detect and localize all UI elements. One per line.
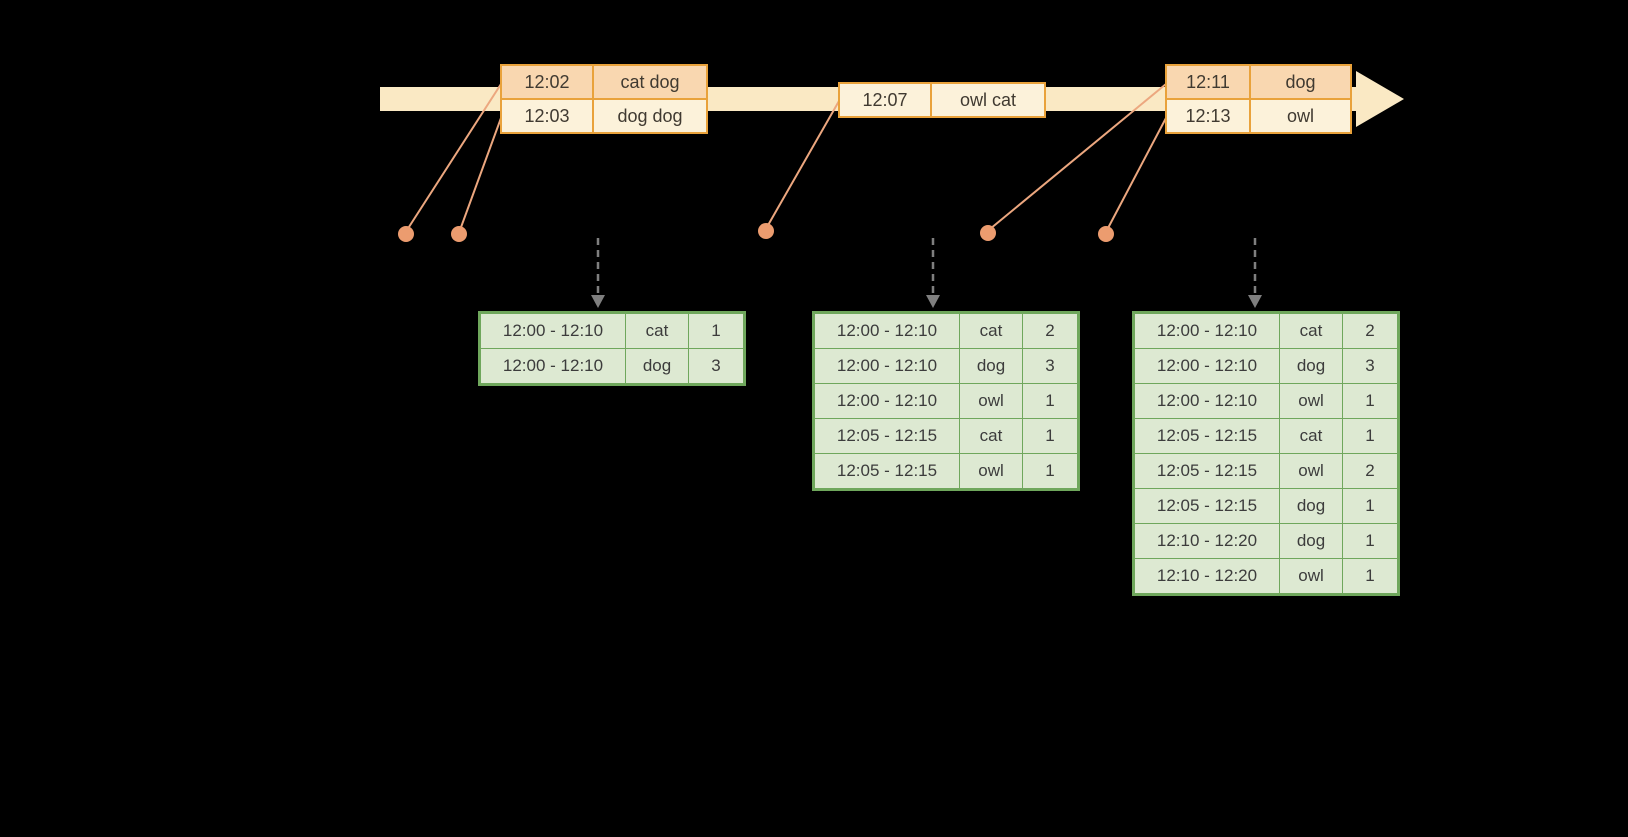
table-row: 12:00 - 12:10 cat 2 — [813, 312, 1079, 349]
window-cell: 12:05 - 12:15 — [1133, 418, 1280, 454]
table-row: 12:10 - 12:20 dog 1 — [1133, 523, 1399, 559]
table-row: 12:13 owl — [1165, 98, 1352, 134]
connector-line — [406, 83, 502, 231]
window-cell: 12:00 - 12:10 — [479, 348, 626, 385]
count-cell: 2 — [1342, 453, 1399, 489]
table-row: 12:05 - 12:15 dog 1 — [1133, 488, 1399, 524]
event-time-cell: 12:07 — [838, 82, 932, 118]
connector-line — [459, 117, 502, 231]
event-table-3: 12:11 dog 12:13 owl — [1165, 64, 1352, 134]
event-table-1: 12:02 cat dog 12:03 dog dog — [500, 64, 708, 134]
window-cell: 12:00 - 12:10 — [813, 312, 960, 349]
window-cell: 12:10 - 12:20 — [1133, 558, 1280, 595]
window-cell: 12:05 - 12:15 — [813, 453, 960, 490]
event-dot — [451, 226, 467, 242]
count-cell: 1 — [1342, 558, 1399, 595]
word-cell: cat — [625, 312, 689, 349]
event-time-cell: 12:02 — [500, 64, 594, 100]
count-cell: 1 — [1342, 383, 1399, 419]
count-cell: 2 — [1342, 312, 1399, 349]
count-cell: 3 — [1342, 348, 1399, 384]
trigger-arrow — [591, 238, 605, 308]
word-cell: dog — [1279, 348, 1343, 384]
event-table-2: 12:07 owl cat — [838, 82, 1046, 118]
count-cell: 1 — [688, 312, 745, 349]
count-cell: 1 — [1342, 523, 1399, 559]
table-row: 12:05 - 12:15 owl 1 — [813, 453, 1079, 490]
event-time-cell: 12:03 — [500, 98, 594, 134]
window-cell: 12:05 - 12:15 — [813, 418, 960, 454]
table-row: 12:00 - 12:10 dog 3 — [479, 348, 745, 385]
event-dot — [758, 223, 774, 239]
word-cell: dog — [625, 348, 689, 385]
event-words-cell: owl cat — [930, 82, 1046, 118]
connector-line — [766, 100, 840, 228]
event-dot — [980, 225, 996, 241]
word-cell: dog — [1279, 523, 1343, 559]
table-row: 12:00 - 12:10 owl 1 — [813, 383, 1079, 419]
event-words-cell: owl — [1249, 98, 1352, 134]
result-table-3: 12:00 - 12:10 cat 2 12:00 - 12:10 dog 3 … — [1132, 311, 1400, 596]
window-cell: 12:00 - 12:10 — [479, 312, 626, 349]
table-row: 12:03 dog dog — [500, 98, 708, 134]
word-cell: dog — [1279, 488, 1343, 524]
trigger-arrow — [1248, 238, 1262, 308]
word-cell: owl — [959, 453, 1023, 490]
window-cell: 12:00 - 12:10 — [813, 383, 960, 419]
word-cell: owl — [1279, 453, 1343, 489]
table-row: 12:05 - 12:15 cat 1 — [1133, 418, 1399, 454]
event-time-cell: 12:11 — [1165, 64, 1251, 100]
count-cell: 1 — [1022, 383, 1079, 419]
table-row: 12:00 - 12:10 owl 1 — [1133, 383, 1399, 419]
event-dot — [1098, 226, 1114, 242]
table-row: 12:02 cat dog — [500, 64, 708, 100]
count-cell: 1 — [1342, 418, 1399, 454]
word-cell: cat — [959, 312, 1023, 349]
table-row: 12:07 owl cat — [838, 82, 1046, 118]
window-cell: 12:05 - 12:15 — [1133, 488, 1280, 524]
count-cell: 1 — [1342, 488, 1399, 524]
word-cell: cat — [1279, 418, 1343, 454]
table-row: 12:10 - 12:20 owl 1 — [1133, 558, 1399, 595]
count-cell: 3 — [688, 348, 745, 385]
result-table-2: 12:00 - 12:10 cat 2 12:00 - 12:10 dog 3 … — [812, 311, 1080, 491]
window-cell: 12:05 - 12:15 — [1133, 453, 1280, 489]
word-cell: owl — [1279, 383, 1343, 419]
word-cell: dog — [959, 348, 1023, 384]
window-cell: 12:00 - 12:10 — [813, 348, 960, 384]
table-row: 12:05 - 12:15 cat 1 — [813, 418, 1079, 454]
window-cell: 12:10 - 12:20 — [1133, 523, 1280, 559]
word-cell: cat — [959, 418, 1023, 454]
event-time-cell: 12:13 — [1165, 98, 1251, 134]
result-table-1: 12:00 - 12:10 cat 1 12:00 - 12:10 dog 3 — [478, 311, 746, 386]
count-cell: 1 — [1022, 418, 1079, 454]
event-dot — [398, 226, 414, 242]
table-row: 12:00 - 12:10 dog 3 — [1133, 348, 1399, 384]
count-cell: 1 — [1022, 453, 1079, 490]
count-cell: 2 — [1022, 312, 1079, 349]
event-words-cell: dog — [1249, 64, 1352, 100]
connector-line — [1106, 117, 1167, 231]
connector-line — [989, 83, 1167, 230]
word-cell: cat — [1279, 312, 1343, 349]
table-row: 12:00 - 12:10 cat 1 — [479, 312, 745, 349]
count-cell: 3 — [1022, 348, 1079, 384]
trigger-arrow — [926, 238, 940, 308]
window-cell: 12:00 - 12:10 — [1133, 348, 1280, 384]
window-cell: 12:00 - 12:10 — [1133, 312, 1280, 349]
event-words-cell: cat dog — [592, 64, 708, 100]
table-row: 12:11 dog — [1165, 64, 1352, 100]
word-cell: owl — [1279, 558, 1343, 595]
table-row: 12:05 - 12:15 owl 2 — [1133, 453, 1399, 489]
table-row: 12:00 - 12:10 dog 3 — [813, 348, 1079, 384]
event-words-cell: dog dog — [592, 98, 708, 134]
word-cell: owl — [959, 383, 1023, 419]
window-cell: 12:00 - 12:10 — [1133, 383, 1280, 419]
table-row: 12:00 - 12:10 cat 2 — [1133, 312, 1399, 349]
